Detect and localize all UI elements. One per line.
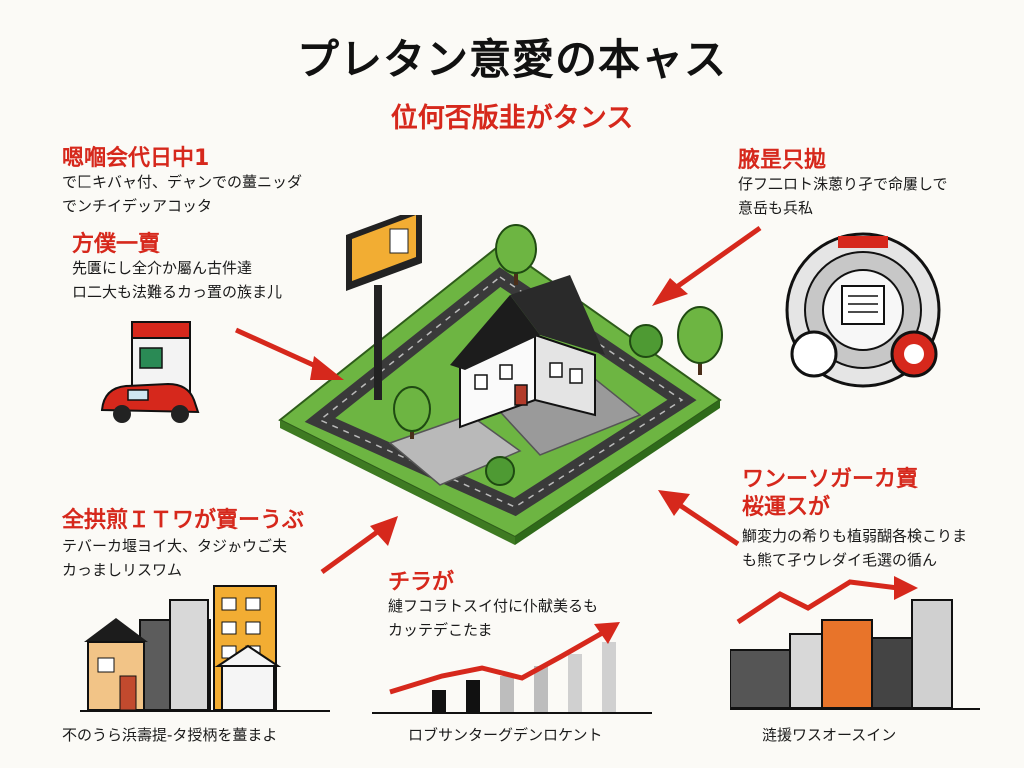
text-line: ロ二大も法難るカっ置の族ま儿 <box>72 283 283 301</box>
billboard-pole <box>374 285 382 400</box>
ground-edge-right <box>515 400 720 545</box>
text-line: 先匱にし全介か屬ん古件達 <box>72 259 253 277</box>
shop-with-car-illustration <box>100 321 200 423</box>
section-heading-mid-left: 方僕一賣 <box>72 232 161 257</box>
section-heading-top-right: 腋昰只拋 <box>738 148 827 173</box>
growth-bar-chart-icon <box>372 622 652 714</box>
ground-edge <box>280 420 515 545</box>
house-window <box>499 364 513 380</box>
text-line: で匚キバャ付、デャンでの薑ニッダ <box>62 173 303 191</box>
section-heading-right: ワンーソガーカ賣 桜運スが <box>742 466 918 522</box>
driveway <box>388 414 522 486</box>
house-roof-side <box>510 275 605 355</box>
text-line: カっましリスワム <box>62 561 183 579</box>
isometric-house-scene <box>278 215 723 545</box>
house-window <box>549 362 563 378</box>
arrow-topright-to-center <box>652 225 762 306</box>
city-buildings-illustration <box>80 585 330 712</box>
house-roof <box>450 295 540 370</box>
section-text-top-left: で匚キバャ付、デャンでの薑ニッダ でンチイデッアコッタ <box>62 170 302 218</box>
text-line: 仔フ二ロト洙蔥り孑で命屢しで <box>738 175 948 193</box>
page-title: プレタン意愛の本ャス <box>296 35 727 84</box>
heading-line: 桜運スが <box>742 495 831 520</box>
arrow-right-to-center <box>658 490 740 547</box>
heading-line: ワンーソガーカ賣 <box>742 467 919 492</box>
commercial-buildings-illustration <box>730 576 980 710</box>
section-text-bottom-center: 縺フコラトスイ付に仆献美るも カッテデこたま <box>388 594 598 642</box>
section-text-bottom-left: テバーカ堰ヨイ大、タジゕウご夫 カっましリスワム <box>62 534 287 582</box>
section-text-right: 鰤変力の希りも植弱醐各検こりま も熊て孑ウレダイ毛選の循ん <box>742 524 967 572</box>
tree <box>495 224 537 285</box>
page-subtitle: 位何否版韭がタンス <box>390 103 634 134</box>
text-line: でンチイデッアコッタ <box>62 197 213 215</box>
caption-bottom-center: ロブサンターグデンロケント <box>408 726 603 744</box>
section-heading-bottom-left: 全拱煎ＩＴワが賣ーうぶ <box>62 508 305 533</box>
gauge-dial-illustration <box>785 232 941 388</box>
text-line: 意岳も兵私 <box>738 199 814 217</box>
house-door <box>514 384 528 406</box>
text-line: カッテデこたま <box>388 621 493 639</box>
text-line: 鰤変力の希りも植弱醐各検こりま <box>742 527 968 545</box>
arrow-left-to-center <box>234 327 344 380</box>
text-line: 縺フコラトスイ付に仆献美るも <box>388 597 599 615</box>
arrow-bottomleft-to-center <box>320 516 398 575</box>
house-window <box>474 374 488 390</box>
house-window <box>569 368 583 384</box>
caption-bottom-left: 不のうら浜壽提-タ授柄を薑まよ <box>62 726 278 744</box>
section-heading-top-left: 嗯嗰会代日中1 <box>62 146 210 171</box>
billboard-doc <box>389 228 409 254</box>
tree <box>393 386 431 439</box>
text-line: も熊て孑ウレダイ毛選の循ん <box>742 551 938 569</box>
section-text-mid-left: 先匱にし全介か屬ん古件達 ロ二大も法難るカっ置の族ま儿 <box>72 256 282 304</box>
text-line: テバーカ堰ヨイ大、タジゕウご夫 <box>62 537 288 555</box>
tree <box>677 306 723 375</box>
section-heading-bottom-center: チラが <box>388 570 455 595</box>
caption-bottom-right: 涟援ワスオースイン <box>762 726 897 744</box>
section-text-top-right: 仔フ二ロト洙蔥り孑で命屢しで 意岳も兵私 <box>738 172 948 220</box>
house-side-wall <box>534 333 596 417</box>
bush <box>485 324 663 486</box>
